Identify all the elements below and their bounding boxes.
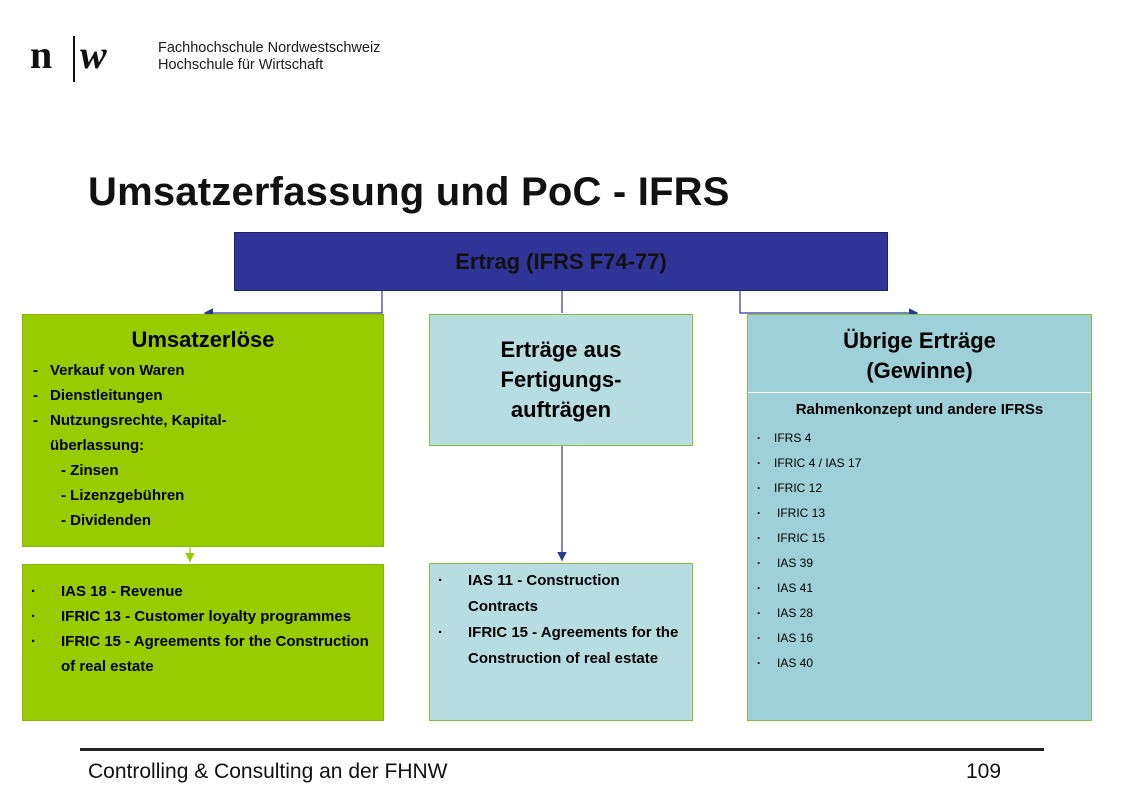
list-item: IAS 41 [748, 576, 1091, 601]
other-income-subheading: Rahmenkonzept und andere IFRSs [795, 401, 1044, 418]
list-item: IFRIC 13 [748, 501, 1091, 526]
logo-text: Fachhochschule Nordwestschweiz Hochschul… [158, 40, 380, 74]
list-item: IFRIC 15 [748, 526, 1091, 551]
list-item: -Dienstleitungen [33, 387, 163, 404]
list-item: überlassung: [50, 437, 145, 454]
list-item: IAS 39 [748, 551, 1091, 576]
list-item: IAS 16 [748, 626, 1091, 651]
logo-line-1: Fachhochschule Nordwestschweiz [158, 40, 381, 56]
list-item: -Verkauf von Waren [33, 362, 185, 379]
footer-text: Controlling & Consulting an der FHNW [88, 760, 448, 783]
list-item: - Zinsen [61, 462, 119, 479]
revenue-sales-heading: Umsatzerlöse [131, 327, 275, 352]
other-income-heading: Übrige Erträge (Gewinne) [843, 328, 996, 383]
construction-standards-list: IAS 11 - Construction Contracts IFRIC 15… [430, 568, 692, 672]
revenue-standards-list: IAS 18 - Revenue IFRIC 13 - Customer loy… [23, 579, 383, 679]
page-title: Umsatzerfassung und PoC - IFRS [88, 170, 730, 214]
revenue-sales-box: Umsatzerlöse -Verkauf von Waren -Dienstl… [22, 314, 384, 547]
construction-box: Erträge aus Fertigungs- aufträgen [429, 314, 693, 446]
list-item: IFRIC 12 [748, 476, 1091, 501]
footer-divider [80, 748, 1044, 751]
list-item: IFRIC 15 - Agreements for the Constructi… [23, 629, 373, 679]
list-item: -Nutzungsrechte, Kapital- [33, 412, 227, 429]
other-income-divider [748, 392, 1091, 393]
logo-mark-n: n [30, 34, 52, 77]
logo-mark-w: w [80, 34, 107, 77]
other-income-box: Übrige Erträge (Gewinne) Rahmenkonzept u… [747, 314, 1092, 721]
revenue-sales-list: -Verkauf von Waren -Dienstleitungen -Nut… [23, 358, 383, 533]
fhnw-logo-graphic: n w [30, 32, 107, 82]
other-income-standards-list: IFRS 4 IFRIC 4 / IAS 17 IFRIC 12 IFRIC 1… [748, 426, 1091, 676]
arrow-top-to-left [203, 291, 383, 318]
page-number: 109 [966, 760, 1002, 783]
revenue-top-box: Ertrag (IFRS F74-77) [234, 232, 888, 291]
list-item: IFRS 4 [748, 426, 1091, 451]
arrow-top-to-right [739, 291, 919, 318]
list-item: IAS 28 [748, 601, 1091, 626]
logo-line-2: Hochschule für Wirtschaft [158, 57, 324, 73]
fhnw-logo: n w [30, 32, 140, 84]
list-item: IAS 18 - Revenue [23, 579, 373, 604]
list-item: - Lizenzgebühren [61, 487, 185, 504]
list-item: IAS 11 - Construction Contracts [430, 568, 684, 620]
list-item: IAS 40 [748, 651, 1091, 676]
list-item: IFRIC 4 / IAS 17 [748, 451, 1091, 476]
list-item: IFRIC 15 - Agreements for the Constructi… [430, 620, 684, 672]
construction-heading: Erträge aus Fertigungs- aufträgen [500, 337, 622, 422]
construction-standards-box: IAS 11 - Construction Contracts IFRIC 15… [429, 563, 693, 721]
list-item: IFRIC 13 - Customer loyalty programmes [23, 604, 373, 629]
list-item: - Dividenden [61, 512, 152, 529]
revenue-standards-box: IAS 18 - Revenue IFRIC 13 - Customer loy… [22, 564, 384, 721]
